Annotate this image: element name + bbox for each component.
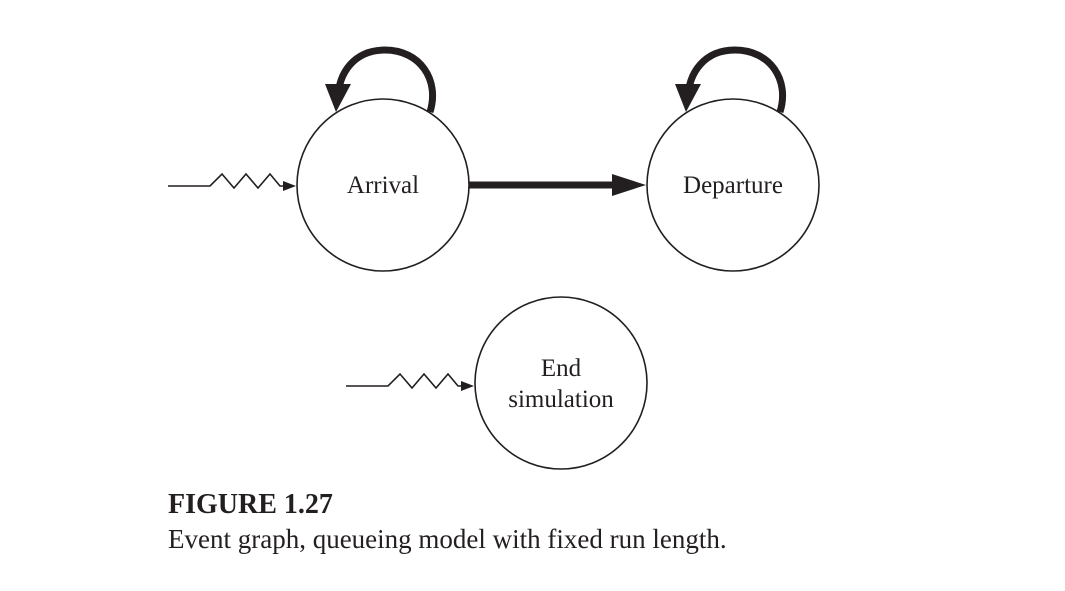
figure-caption-text: Event graph, queueing model with fixed r… [168, 524, 727, 554]
edge-arrival-self-loop [325, 46, 437, 114]
node-end-simulation-label-line-1: End [541, 355, 582, 382]
node-arrival-label: Arrival [347, 172, 419, 199]
figure-label: FIGURE 1.27 [168, 489, 333, 520]
arrowhead-icon [283, 181, 296, 191]
node-end-simulation-label-line-2: simulation [508, 386, 614, 413]
edge-departure-self-loop [675, 46, 787, 114]
arrowhead-icon [461, 381, 474, 391]
node-departure-label: Departure [683, 172, 783, 199]
arrowhead-icon [612, 174, 646, 196]
edge-zigzag-to-end-simulation [346, 372, 474, 391]
node-departure: Departure [646, 98, 820, 272]
edge-zigzag-to-arrival [168, 172, 296, 191]
node-arrival: Arrival [296, 98, 470, 272]
arrowhead-icon [325, 84, 351, 112]
node-end-simulation: End simulation [474, 296, 648, 470]
figure-caption: FIGURE 1.27 Event graph, queueing model … [168, 488, 1028, 556]
edge-arrival-to-departure [469, 174, 646, 196]
arrowhead-icon [675, 84, 701, 112]
